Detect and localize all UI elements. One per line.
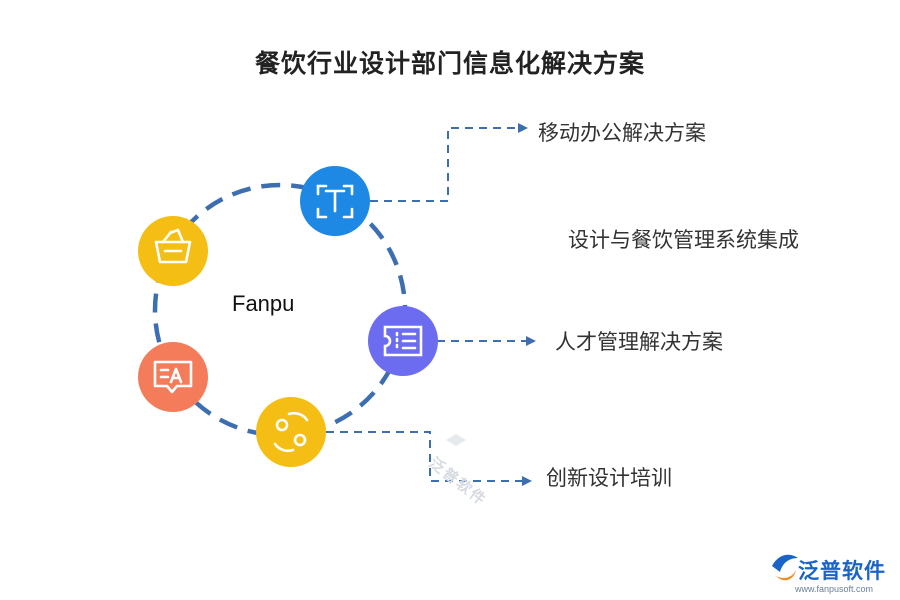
node-training — [256, 397, 326, 467]
label-mobile-office: 移动办公解决方案 — [538, 121, 706, 145]
node-talent — [368, 306, 438, 376]
arrowhead-mobile-office — [518, 123, 528, 133]
label-system-integration: 设计与餐饮管理系统集成 — [568, 228, 799, 252]
arrowhead-talent — [526, 336, 536, 346]
watermark-logo-icon — [446, 434, 466, 446]
label-innovation-training: 创新设计培训 — [546, 466, 672, 490]
node-basket — [138, 216, 208, 286]
brand-logo-icon — [772, 554, 798, 581]
basket-icon — [154, 228, 192, 264]
node-translate — [138, 342, 208, 412]
cycle-icon — [273, 411, 309, 453]
translate-bubble-icon — [153, 360, 193, 394]
connector-training — [326, 431, 524, 482]
label-talent-management: 人才管理解决方案 — [555, 330, 723, 354]
ticket-icon — [383, 325, 423, 357]
text-frame-icon — [316, 184, 354, 219]
brand-url: www.fanpusoft.com — [795, 584, 874, 594]
page-title: 餐饮行业设计部门信息化解决方案 — [254, 49, 645, 78]
node-mobile-office — [300, 166, 370, 236]
connector-mobile-office — [370, 127, 520, 202]
brand-name: 泛普软件 — [798, 559, 886, 583]
arrowhead-training — [522, 476, 532, 486]
center-label: Fanpu — [232, 291, 295, 316]
